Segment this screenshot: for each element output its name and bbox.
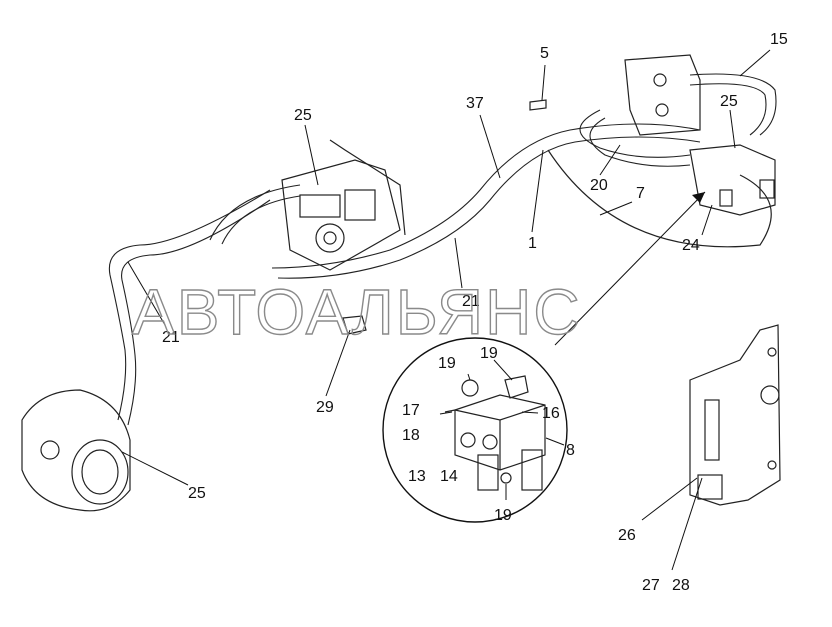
label-25-top: 25 (294, 107, 312, 124)
detail-circle (382, 337, 568, 523)
label-26: 26 (618, 527, 636, 544)
label-16: 16 (542, 405, 560, 422)
hose-20 (579, 109, 691, 167)
hose-21 (108, 184, 301, 426)
label-25-bottom: 25 (188, 485, 206, 502)
label-21-mid: 21 (462, 293, 480, 310)
label-29: 29 (316, 399, 334, 416)
label-7: 7 (636, 185, 645, 202)
pump-center (281, 139, 406, 271)
watermark: АВТОАЛЬЯНС (132, 276, 582, 348)
label-20: 20 (590, 177, 608, 194)
label-18: 18 (402, 427, 420, 444)
label-19-a: 19 (438, 355, 456, 372)
label-28: 28 (672, 577, 690, 594)
label-5: 5 (540, 45, 549, 62)
label-25-right: 25 (720, 93, 738, 110)
label-14: 14 (440, 468, 458, 485)
label-1: 1 (528, 235, 537, 252)
label-24: 24 (682, 237, 700, 254)
label-27: 27 (642, 577, 660, 594)
motor-bottom-left (21, 389, 131, 512)
label-13: 13 (408, 468, 426, 485)
label-17: 17 (402, 402, 420, 419)
hose-15 (689, 73, 777, 136)
hose-37 (271, 123, 701, 279)
label-37: 37 (466, 95, 484, 112)
bracket-right (689, 324, 781, 506)
label-19-c: 19 (494, 507, 512, 524)
part-5-fitting (529, 99, 547, 111)
valve-block-top-right (624, 54, 776, 216)
leader-lines (121, 49, 771, 571)
label-15: 15 (770, 31, 788, 48)
label-21-left: 21 (162, 329, 180, 346)
part-29-fitting (342, 315, 367, 335)
cone-shape (547, 149, 772, 248)
label-19-b: 19 (480, 345, 498, 362)
label-8: 8 (566, 442, 575, 459)
